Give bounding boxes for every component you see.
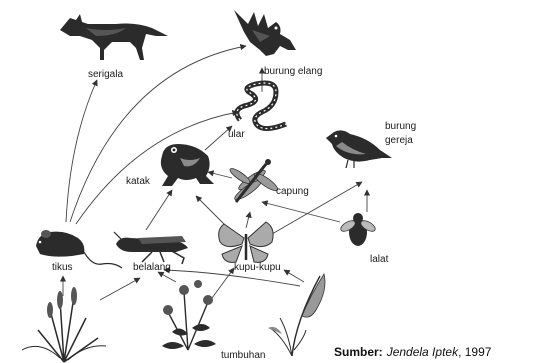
label-serigala: serigala <box>88 69 123 80</box>
arrow-lalat-capung <box>262 202 340 222</box>
arrow-capung-katak <box>208 172 232 178</box>
arrow-bunga-belalang <box>158 272 176 282</box>
label-burung-elang: burung elang <box>264 66 322 77</box>
fly-icon <box>339 213 377 246</box>
arrow-tikus-ular <box>76 112 238 224</box>
label-tikus: tikus <box>52 262 73 273</box>
arrow-tumbuhan-belalang <box>100 278 140 300</box>
arrow-kupu-capung <box>246 212 250 228</box>
grasshopper-icon <box>114 232 188 264</box>
label-belalang: belalang <box>133 262 171 273</box>
arrow-belalang-katak <box>146 190 172 230</box>
arrow-bunga-kupu <box>212 268 234 298</box>
mouse-icon <box>36 230 122 268</box>
source-credit: Sumber:Jendela Iptek, 1997 <box>334 345 492 359</box>
goldenrod-plant <box>268 274 325 356</box>
label-capung: capung <box>276 186 309 197</box>
wolf-icon <box>60 14 168 60</box>
label-burung-gereja-line2: gereja <box>385 135 413 146</box>
source-label: Sumber: <box>334 345 383 359</box>
arrow-goldenrod-kupu <box>284 270 304 282</box>
snake-icon <box>237 83 286 129</box>
label-lalat: lalat <box>370 254 389 265</box>
butterfly-icon <box>219 222 273 262</box>
source-year: , 1997 <box>458 345 492 359</box>
flower-plant <box>162 280 216 350</box>
grass-plant <box>22 287 106 362</box>
dragonfly-icon <box>228 159 280 202</box>
label-katak: katak <box>126 176 151 187</box>
eagle-icon <box>234 10 296 56</box>
label-kupu-kupu: kupu-kupu <box>234 262 281 273</box>
sparrow-icon <box>326 130 392 168</box>
label-tumbuhan: tumbuhan <box>221 350 265 361</box>
source-title: Jendela Iptek <box>386 345 459 359</box>
frog-icon <box>161 144 214 186</box>
label-ular: ular <box>228 129 245 140</box>
plant-icon <box>22 274 325 362</box>
arrow-tikus-serigala <box>66 80 97 222</box>
label-burung-gereja-line1: burung <box>385 121 416 132</box>
arrows <box>63 46 367 300</box>
